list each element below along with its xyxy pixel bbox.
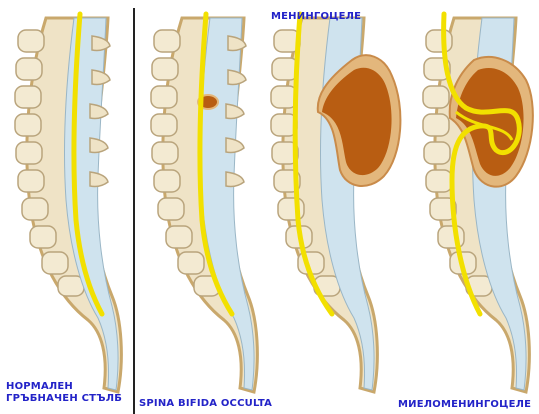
meningocele-illustration: [271, 14, 400, 392]
myelomeningocele-illustration: [423, 14, 533, 392]
spina-bifida-occulta-illustration: [151, 14, 257, 392]
spina-bifida-occulta-label: SPINA BIFIDA OCCULTA: [139, 398, 272, 410]
meningocele-label: МЕНИНГОЦЕЛЕ: [271, 11, 361, 23]
normal-spine-illustration: [15, 14, 121, 392]
myelomeningocele-label: МИЕЛОМЕНИНГОЦЕЛЕ: [398, 399, 531, 411]
normal-spine-label-line1: НОРМАЛЕН: [6, 381, 122, 393]
normal-spine-label: НОРМАЛЕН ГРЪБНАЧЕН СТЪЛБ: [6, 381, 122, 405]
normal-spine-label-line2: ГРЪБНАЧЕН СТЪЛБ: [6, 393, 122, 405]
